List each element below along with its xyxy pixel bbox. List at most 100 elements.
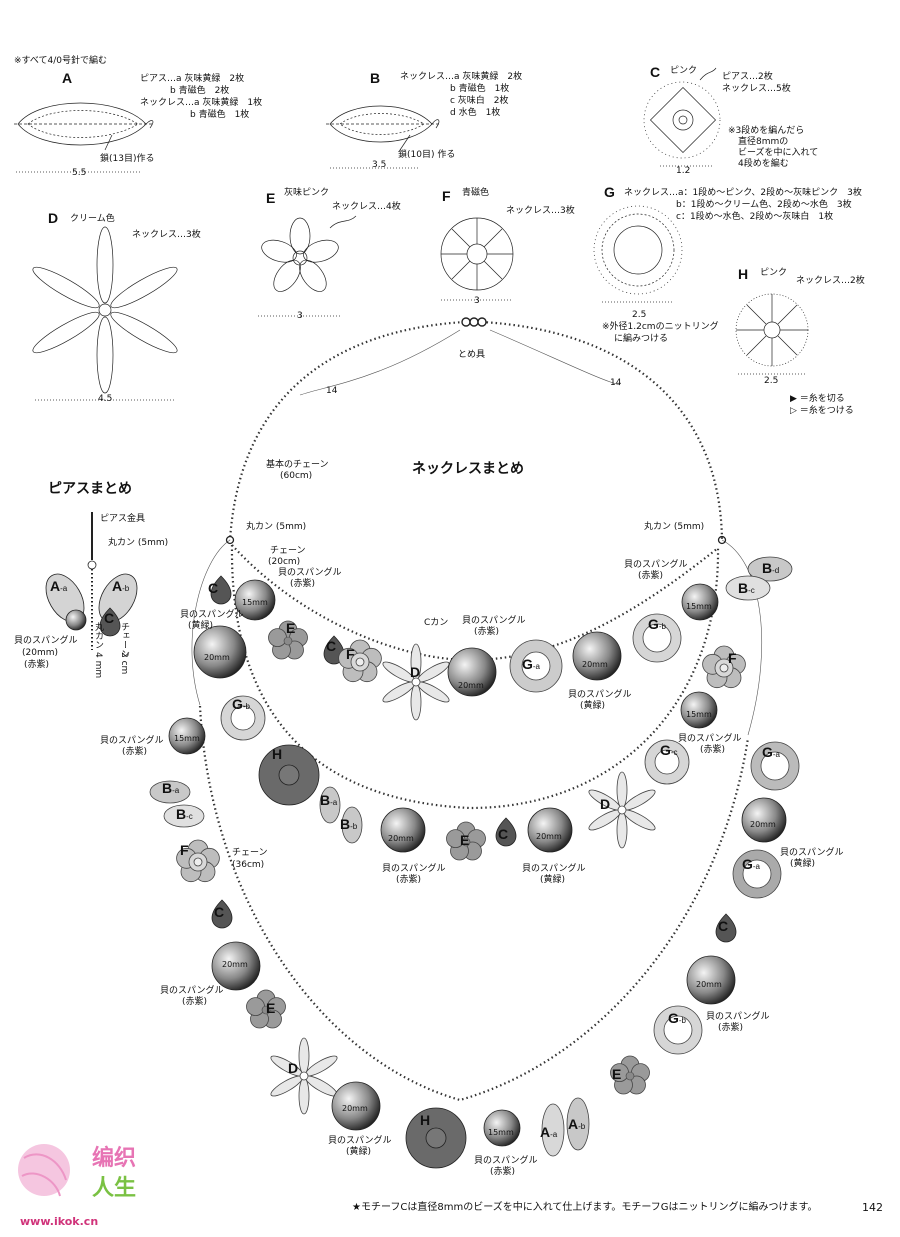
motif-c-chart <box>643 67 721 167</box>
motif-c-line1: ピアス…2枚 <box>722 72 773 82</box>
spangle-color: (赤紫) <box>290 579 316 589</box>
size-badge: 20mm <box>222 960 248 969</box>
note-top: ※すべて4/0号針で編む <box>14 56 108 66</box>
motif-e-size: 3 <box>297 311 303 321</box>
motif-e-color: 灰味ピンク <box>284 188 330 198</box>
necklace-chains <box>198 320 750 1102</box>
size-badge: 15mm <box>686 602 712 611</box>
motif-b-line3: c 灰味白 2枚 <box>450 96 509 106</box>
motif-c-color: ピンク <box>670 66 698 76</box>
motif-c-note2: 直径8mmの <box>738 137 789 147</box>
legend-attach: ▷ ＝糸をつける <box>790 406 854 416</box>
earring-hook-label: ピアス金具 <box>100 514 146 524</box>
spangle-label: 貝のスパングル <box>180 610 244 620</box>
motif-c-note3: ビーズを中に入れて <box>738 148 819 158</box>
earring-title: ピアスまとめ <box>48 481 132 497</box>
motif-e-chart <box>258 215 357 317</box>
basic-chain-label: 基本のチェーン <box>266 460 329 470</box>
motif-b-line1: ネックレス…a 灰味黄緑 2枚 <box>400 72 523 82</box>
motif-a-line3: ネックレス…a 灰味黄緑 1枚 <box>140 98 263 108</box>
motif-h-color: ピンク <box>760 268 788 278</box>
motif-a-letter: A <box>62 70 73 86</box>
motif-b-letter: B <box>370 70 381 86</box>
spangle-label: 貝のスパングル <box>624 560 688 570</box>
motif-c-note4: 4段めを編む <box>738 159 789 169</box>
motif-h-chart <box>735 293 809 375</box>
motif-c <box>210 575 232 605</box>
spangle-color: (赤紫) <box>396 875 422 885</box>
size-badge: 20mm <box>388 834 414 843</box>
motif-b-size: 3.5 <box>372 160 387 170</box>
motif-d-count: ネックレス…3枚 <box>132 230 201 240</box>
motif-f-color: 青磁色 <box>462 188 490 198</box>
spangle-color: (赤紫) <box>638 571 664 581</box>
spangle-color: (黄緑) <box>790 859 816 869</box>
spangle-label: 貝のスパングル <box>678 734 742 744</box>
chain36-length: (36cm) <box>232 860 265 870</box>
motif-c-note1: ※3段めを編んだら <box>728 126 805 136</box>
motif-f-letter: F <box>442 188 451 204</box>
basic-chain-length: (60cm) <box>280 471 313 481</box>
motif-a-line1: ピアス…a 灰味黄緑 2枚 <box>140 74 245 84</box>
watermark-logo <box>18 1144 70 1197</box>
earring-spangle-color: (赤紫) <box>24 660 50 670</box>
motif-e-letter: E <box>266 190 276 206</box>
spangle-color: (黄緑) <box>540 875 566 885</box>
earring-assembly <box>45 512 138 650</box>
motif-c-letter: C <box>650 64 661 80</box>
earring-chain-v: チェーン <box>119 622 129 658</box>
c-kan-label: Cカン <box>424 618 449 628</box>
chain36-label: チェーン <box>232 848 268 858</box>
spangle-color: (黄緑) <box>346 1147 372 1157</box>
earring-spangle-label: 貝のスパングル <box>14 636 78 646</box>
size-badge: 20mm <box>458 681 484 690</box>
earring-ring-v: 丸カン <box>93 622 103 649</box>
spangle-label: 貝のスパングル <box>706 1012 770 1022</box>
earring-ring-label: 丸カン (5mm) <box>108 538 169 548</box>
spangle-label: 貝のスパングル <box>568 690 632 700</box>
page-number: 142 <box>862 1201 883 1214</box>
spangle-label: 貝のスパングル <box>474 1156 538 1166</box>
motif-a-size: 5.5 <box>72 168 87 178</box>
size-badge: 15mm <box>242 598 268 607</box>
spangle-color: (赤紫) <box>122 747 148 757</box>
motif-d-chart <box>32 226 178 401</box>
size-badge: 20mm <box>536 832 562 841</box>
size-badge: 20mm <box>750 820 776 829</box>
spangle-label: 貝のスパングル <box>100 736 164 746</box>
motif-g-note2: に編みつける <box>614 334 669 344</box>
clasp-label: とめ具 <box>458 350 486 360</box>
chain20-label: チェーン <box>270 546 306 556</box>
watermark-url: www.ikok.cn <box>20 1215 99 1228</box>
clasp-icon <box>461 317 487 327</box>
motif-f-size: 3 <box>474 296 480 306</box>
spangle-color: (赤紫) <box>182 997 208 1007</box>
motif-g-note1: ※外径1.2cmのニットリング <box>602 322 719 332</box>
motif-e-count: ネックレス…4枚 <box>332 202 401 212</box>
motif-h-size: 2.5 <box>764 376 779 386</box>
length-left: 14 <box>326 386 338 396</box>
motif-g-letter: G <box>604 184 615 200</box>
spangle-label: 貝のスパングル <box>522 864 586 874</box>
motif-c-line2: ネックレス…5枚 <box>722 84 791 94</box>
spangle-color: (赤紫) <box>474 627 500 637</box>
guide-lines <box>191 329 763 736</box>
motif-h-count: ネックレス…2枚 <box>796 276 865 286</box>
size-badge: 20mm <box>204 653 230 662</box>
size-badge: 20mm <box>582 660 608 669</box>
motif-g-line1: ネックレス…a：1段め～ピンク、2段め～灰味ピンク 3枚 <box>624 188 862 198</box>
spangle-label: 貝のスパングル <box>328 1136 392 1146</box>
motif-g-line3: c：1段め～水色、2段め～灰味白 1枚 <box>676 212 834 222</box>
motif-b-chain-note: 鎖(10目) 作る <box>398 150 456 160</box>
earring-chain-v-size: 2 cm <box>119 652 129 675</box>
motif-d-color: クリーム色 <box>70 214 115 224</box>
spangle-color: (黄緑) <box>580 701 606 711</box>
motif-d-letter: D <box>48 210 59 226</box>
length-right: 14 <box>610 378 622 388</box>
spangle-color: (黄緑) <box>188 621 214 631</box>
motif-a-line4: b 青磁色 1枚 <box>190 110 250 120</box>
motif-f-count: ネックレス…3枚 <box>506 206 575 216</box>
motif-b-line4: d 水色 1枚 <box>450 108 501 118</box>
motif-g-chart <box>593 205 683 303</box>
spangle-label: 貝のスパングル <box>278 568 342 578</box>
